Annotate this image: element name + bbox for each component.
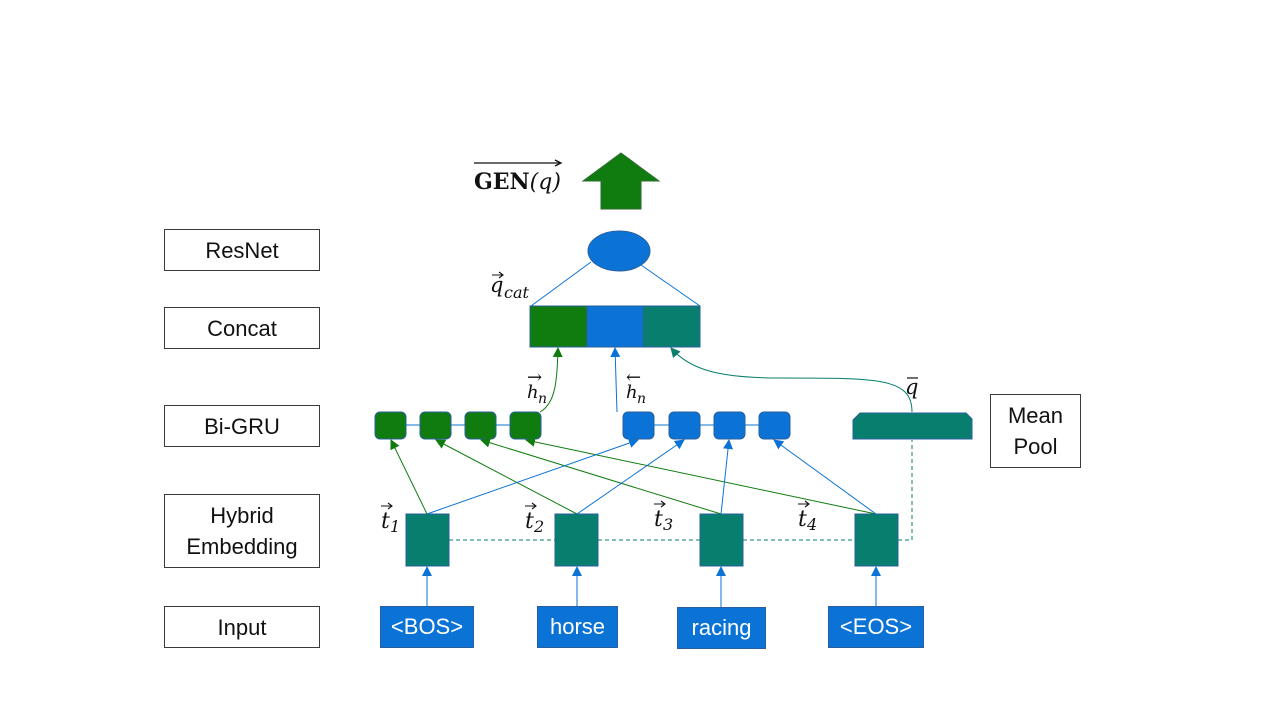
output-arrow-icon <box>581 152 661 210</box>
gru-backward-cell <box>622 411 655 440</box>
embedding-node <box>854 513 899 567</box>
svg-text:2: 2 <box>533 517 544 536</box>
svg-text:→: → <box>527 367 542 388</box>
token-eos: <EOS> <box>828 606 924 648</box>
svg-text:h: h <box>527 382 539 403</box>
hybrid-label-line1: Hybrid <box>210 503 274 528</box>
qcat-base: q <box>490 273 503 297</box>
layer-label-resnet: ResNet <box>164 229 320 271</box>
svg-text:n: n <box>637 391 646 407</box>
hn-forward-label: → h n <box>527 367 547 407</box>
gru-forward-cell <box>464 411 497 440</box>
mean-pool-vector <box>852 412 973 440</box>
gen-bold-text: GEN <box>474 169 530 195</box>
mean-pool-line1: Mean <box>1007 403 1064 428</box>
mean-pool-box: Mean Pool <box>990 394 1081 468</box>
gru-backward-cell <box>668 411 701 440</box>
concat-vector <box>529 305 701 348</box>
svg-text:GEN(q): GEN(q) <box>474 169 561 195</box>
mean-pool-connector <box>449 440 913 541</box>
qcat-label: q cat <box>490 271 530 302</box>
gru-forward-cell <box>374 411 407 440</box>
gru-forward-cell <box>509 411 542 440</box>
svg-text:t: t <box>654 507 663 532</box>
svg-text:h: h <box>626 382 638 403</box>
layer-label-hybrid-embedding: Hybrid Embedding <box>164 494 320 568</box>
t4-label: t 4 <box>798 500 817 534</box>
svg-text:q: q <box>905 375 918 399</box>
t1-label: t 1 <box>381 502 400 536</box>
svg-text:4: 4 <box>806 515 817 534</box>
svg-text:1: 1 <box>390 517 400 536</box>
resnet-node <box>587 230 651 272</box>
svg-text:3: 3 <box>663 515 673 534</box>
gen-q-label: GEN(q) <box>474 159 563 195</box>
t2-label: t 2 <box>525 502 544 536</box>
layer-label-bigru: Bi-GRU <box>164 405 320 447</box>
layer-label-input: Input <box>164 606 320 648</box>
t3-label: t 3 <box>654 500 673 534</box>
layer-label-concat: Concat <box>164 307 320 349</box>
gru-backward-cell <box>758 411 791 440</box>
token-racing: racing <box>677 607 766 649</box>
qbar-label: q <box>905 375 918 399</box>
svg-text:t: t <box>525 509 534 534</box>
gen-arg-text: (q) <box>530 170 561 195</box>
embedding-node <box>554 513 599 567</box>
svg-text:n: n <box>538 391 547 407</box>
embedding-node <box>405 513 450 567</box>
gru-forward-cell <box>419 411 452 440</box>
hn-backward-label: ← h n <box>626 367 646 407</box>
svg-text:t: t <box>381 509 390 534</box>
mean-pool-line2: Pool <box>1013 434 1058 459</box>
qcat-sub: cat <box>504 283 530 302</box>
embedding-node <box>699 513 744 567</box>
svg-text:t: t <box>798 507 807 532</box>
token-horse: horse <box>537 606 618 648</box>
svg-text:←: ← <box>626 367 641 388</box>
gru-backward-cell <box>713 411 746 440</box>
token-bos: <BOS> <box>380 606 474 648</box>
hybrid-label-line2: Embedding <box>186 534 298 559</box>
